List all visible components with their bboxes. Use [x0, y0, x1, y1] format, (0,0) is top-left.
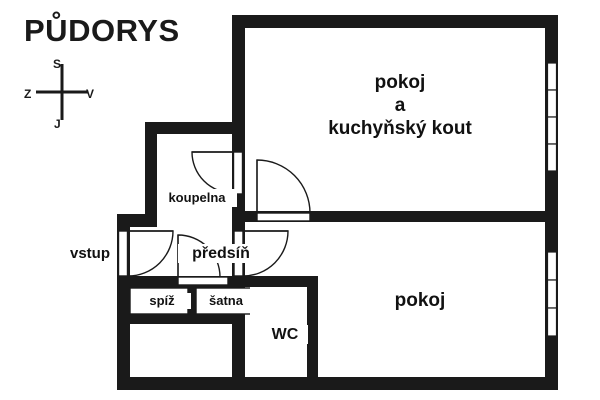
compass-west-label: Z [24, 87, 32, 101]
room-label-line-1: pokoj [374, 72, 426, 93]
room-label-satna: šatna [197, 293, 255, 309]
windows [546, 62, 558, 337]
compass-east-label: V [86, 87, 95, 101]
annotation-vstup: vstup [69, 245, 110, 262]
compass-rose [36, 64, 88, 120]
compass-north-label: S [53, 57, 62, 71]
door-vstup [117, 230, 174, 277]
door-pokoj-kuchyn [256, 159, 311, 222]
room-label-line-2: a [394, 94, 406, 116]
room-label-pokoj-kuchynsky-kout: pokoj a kuchyňský kout [285, 72, 515, 141]
room-label-pokoj: pokoj [365, 290, 475, 313]
room-label-koupelna: koupelna [157, 189, 237, 207]
compass-south-label: J [54, 117, 61, 131]
room-label-predsin: předsíň [178, 244, 264, 264]
room-label-spiz: spíž [133, 293, 191, 309]
room-label-line-3: kuchyňský kout [328, 117, 472, 139]
door-koupelna [191, 151, 244, 195]
room-label-wc: WC [262, 325, 308, 345]
page-title: PŮDORYS [24, 13, 180, 48]
